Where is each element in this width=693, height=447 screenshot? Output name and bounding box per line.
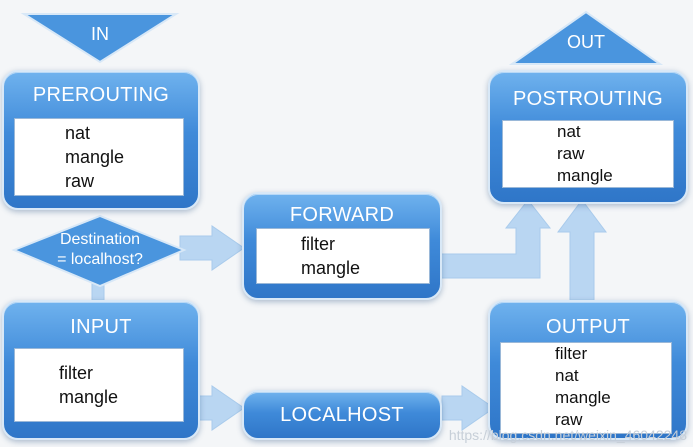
arrow-decision-to-forward <box>179 225 245 271</box>
input-chain: INPUT filter mangle <box>2 300 200 440</box>
arrow-output-to-postrouting <box>557 199 607 301</box>
postrouting-table-item: mangle <box>557 166 613 185</box>
localhost-title: LOCALHOST <box>280 404 404 426</box>
output-table-item: filter <box>555 344 588 363</box>
input-table-item: filter <box>59 363 94 383</box>
arrow-forward-to-postrouting <box>439 199 552 279</box>
watermark-text: https://blog.csdn.net/weixin_46042248 <box>448 427 687 443</box>
decision-diamond-shape <box>11 214 187 288</box>
prerouting-tables: nat mangle raw <box>14 118 184 196</box>
output-title: OUTPUT <box>545 316 631 338</box>
out-marker-shape <box>508 10 664 65</box>
output-chain: OUTPUT filter nat mangle raw <box>488 300 688 440</box>
output-tables: filter nat mangle raw <box>500 342 672 434</box>
decision-label: Destination = localhost? <box>40 230 160 270</box>
postrouting-table-item: raw <box>557 144 585 163</box>
decision-line-1: Destination <box>59 231 141 248</box>
forward-chain: FORWARD filter mangle <box>242 192 442 300</box>
output-table-item: nat <box>555 366 579 385</box>
input-tables: filter mangle <box>14 348 184 422</box>
forward-table-item: filter <box>301 234 336 254</box>
prerouting-table-item: nat <box>65 123 91 143</box>
forward-table-item: mangle <box>301 258 361 278</box>
decision-line-2: = localhost? <box>57 251 143 268</box>
prerouting-chain: PREROUTING nat mangle raw <box>2 70 200 210</box>
forward-title: FORWARD <box>289 204 395 226</box>
postrouting-chain: POSTROUTING nat raw mangle <box>488 70 688 204</box>
in-marker-label: IN <box>91 24 109 44</box>
input-table-item: mangle <box>59 387 119 407</box>
postrouting-table-item: nat <box>557 122 581 141</box>
arrow-input-to-localhost <box>195 385 245 431</box>
localhost-chain: LOCALHOST <box>242 390 442 440</box>
input-title: INPUT <box>70 316 132 338</box>
prerouting-table-item: raw <box>65 171 95 191</box>
in-marker-shape <box>20 13 180 64</box>
prerouting-table-item: mangle <box>65 147 125 167</box>
postrouting-title: POSTROUTING <box>513 88 663 110</box>
prerouting-title: PREROUTING <box>32 84 170 106</box>
out-marker-label: OUT <box>567 32 605 52</box>
forward-tables: filter mangle <box>256 228 430 284</box>
output-table-item: raw <box>555 410 583 429</box>
postrouting-tables: nat raw mangle <box>502 120 674 188</box>
output-table-item: mangle <box>555 388 611 407</box>
arrow-localhost-to-output <box>441 385 495 431</box>
